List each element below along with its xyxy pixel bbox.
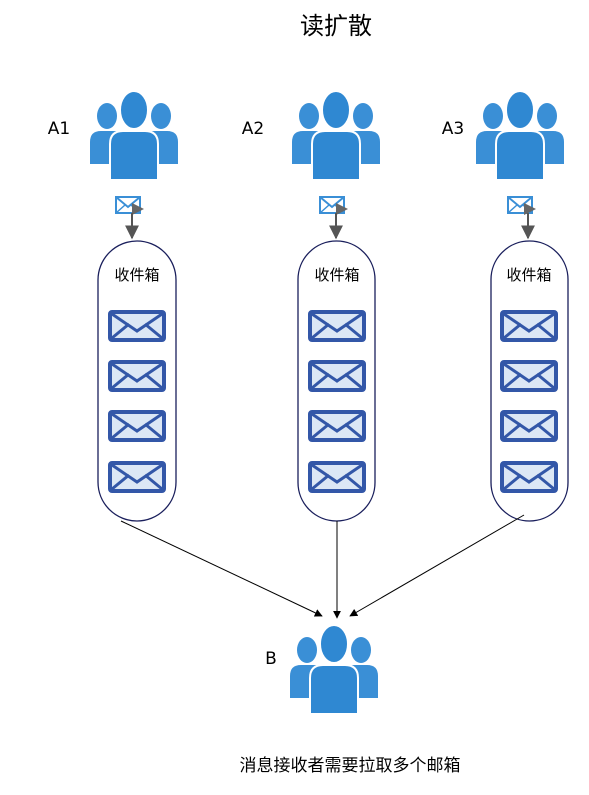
envelope-icon [308,310,366,342]
envelope-icon [500,360,558,392]
envelope-icon [308,410,366,442]
inbox-3: 收件箱 [490,240,569,522]
envelope-icon [108,461,166,493]
pull-arrow-inbox-3 [349,514,525,617]
sender-label: A3 [442,119,464,139]
envelope-icon [108,410,166,442]
users-group-icon [475,90,565,181]
users-group-icon [289,624,379,715]
diagram-title: 读扩散 [300,12,372,40]
users-group-icon [291,90,381,181]
inbox-1: 收件箱 [97,240,177,522]
envelope-icon [308,360,366,392]
envelope-arrow-icon [507,196,537,216]
envelope-arrow-icon [115,196,145,216]
envelope-icon [500,310,558,342]
inbox-label: 收件箱 [506,266,551,284]
envelope-icon [108,360,166,392]
envelope-icon [308,461,366,493]
footnote-caption: 消息接收者需要拉取多个邮箱 [240,756,461,776]
users-group-icon [89,90,179,181]
sender-a2: A2 [242,90,381,240]
sender-label: A2 [242,119,264,139]
sender-label: A1 [48,119,70,139]
sender-a3: A3 [442,90,565,240]
envelope-icon [500,461,558,493]
inbox-label: 收件箱 [114,266,159,284]
inbox-2: 收件箱 [297,240,376,522]
pull-arrow-inbox-1 [120,520,323,617]
sender-a1: A1 [48,90,179,240]
inbox-label: 收件箱 [314,266,359,284]
receiver-b: B [265,624,379,715]
envelope-icon [500,410,558,442]
envelope-icon [108,310,166,342]
envelope-arrow-icon [319,196,349,216]
receiver-label: B [265,649,277,669]
